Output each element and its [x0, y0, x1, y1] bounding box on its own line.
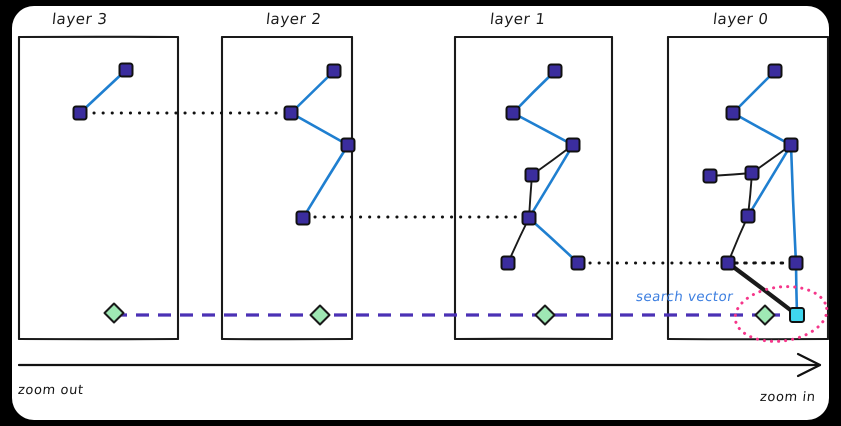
graph-edges-group: [80, 70, 797, 315]
nearest-neighbor-node[interactable]: [790, 308, 804, 322]
graph-edge: [303, 145, 348, 218]
graph-node[interactable]: [742, 210, 755, 223]
graph-edge: [291, 113, 348, 145]
graph-edge: [529, 218, 578, 263]
graph-node[interactable]: [502, 257, 515, 270]
query-vector-diamond[interactable]: [311, 306, 330, 325]
graph-nodes-group: [74, 64, 805, 325]
graph-edge: [791, 145, 796, 263]
graph-edge: [80, 70, 126, 113]
query-vector-diamond[interactable]: [105, 304, 124, 323]
zoom-in-label: zoom in: [759, 390, 816, 405]
graph-edge: [513, 113, 573, 145]
zoom-out-label: zoom out: [17, 383, 84, 398]
layer-title-layer-3: layer 3: [51, 10, 108, 28]
graph-node[interactable]: [120, 64, 133, 77]
graph-node[interactable]: [549, 65, 562, 78]
layer-panel-layer-3: [19, 37, 178, 339]
nearest-neighbor-highlight-ellipse: [732, 282, 830, 347]
layer-connectors-group: [94, 113, 789, 263]
query-vector-diamond[interactable]: [756, 306, 775, 325]
graph-node[interactable]: [746, 167, 759, 180]
layer-title-layer-0: layer 0: [712, 10, 769, 28]
layer-panel-layer-2: [222, 37, 352, 339]
graph-node[interactable]: [74, 107, 87, 120]
query-vector-diamond[interactable]: [536, 306, 555, 325]
graph-node[interactable]: [572, 257, 585, 270]
nearest-neighbor-highlight-group: [732, 282, 830, 347]
graph-node[interactable]: [567, 139, 580, 152]
graph-node[interactable]: [785, 139, 798, 152]
graph-node[interactable]: [523, 212, 536, 225]
graph-node[interactable]: [507, 107, 520, 120]
layer-title-layer-2: layer 2: [265, 10, 322, 28]
graph-node[interactable]: [769, 65, 782, 78]
graph-node[interactable]: [704, 170, 717, 183]
graph-node[interactable]: [285, 107, 298, 120]
graph-node[interactable]: [297, 212, 310, 225]
search-vector-label: search vector: [635, 289, 734, 305]
layer-panel-layer-1: [455, 37, 612, 339]
graph-node[interactable]: [526, 169, 539, 182]
zoom-axis-group: [19, 354, 820, 376]
graph-edge: [733, 113, 791, 145]
graph-node[interactable]: [722, 257, 735, 270]
layer-title-layer-1: layer 1: [489, 10, 546, 28]
graph-node[interactable]: [790, 257, 803, 270]
graph-node[interactable]: [727, 107, 740, 120]
graph-node[interactable]: [328, 65, 341, 78]
graph-node[interactable]: [342, 139, 355, 152]
